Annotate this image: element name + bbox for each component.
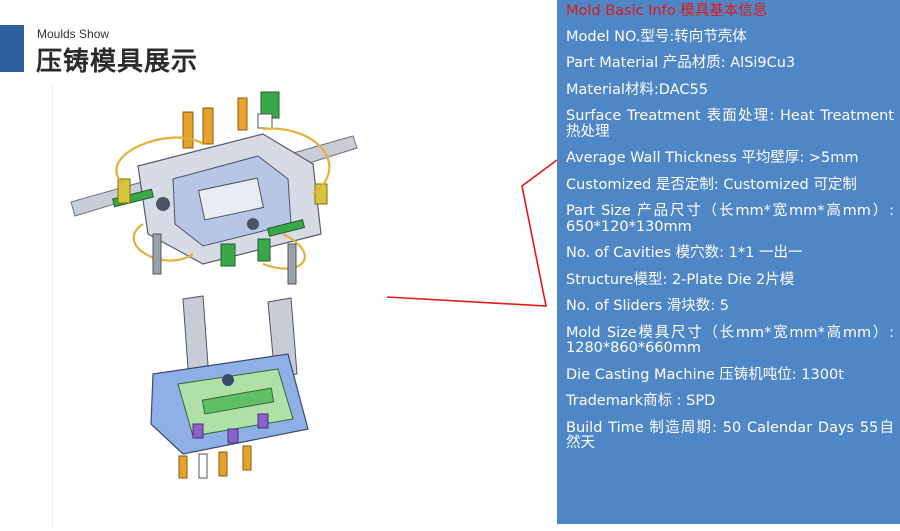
info-row-sliders: No. of Sliders 滑块数: 5 xyxy=(566,298,729,314)
info-row-structure: Structure模型: 2-Plate Die 2片模 xyxy=(566,271,795,288)
mold-info-panel: Mold Basic Info 模具基本信息 Model NO.型号:转向节壳体… xyxy=(557,0,900,524)
header-accent-bar xyxy=(0,25,24,72)
info-row-machine: Die Casting Machine 压铸机吨位: 1300t xyxy=(566,366,844,383)
info-row-surface-treatment: Surface Treatment 表面处理: Heat Treatment 热… xyxy=(566,108,894,140)
info-panel-title: Mold Basic Info 模具基本信息 xyxy=(566,3,768,19)
info-row-customized: Customized 是否定制: Customized 可定制 xyxy=(566,176,857,193)
info-row-material: Material材料:DAC55 xyxy=(566,81,708,98)
info-row-cavities: No. of Cavities 模穴数: 1*1 一出一 xyxy=(566,245,803,261)
info-row-model: Model NO.型号:转向节壳体 xyxy=(566,28,747,45)
mold-render-icon xyxy=(70,91,358,479)
info-row-mold-size: Mold Size模具尺寸（长mm*宽mm*高mm）: 1280*860*660… xyxy=(566,324,894,356)
upper-mold-drawing xyxy=(70,91,358,285)
info-row-part-material: Part Material 产品材质: AlSi9Cu3 xyxy=(566,55,796,71)
page-title: 压铸模具展示 xyxy=(36,47,199,77)
mold-render-image xyxy=(52,84,387,530)
lower-mold-drawing xyxy=(150,295,309,479)
header-subtitle: Moulds Show xyxy=(37,27,110,41)
info-row-build-time: Build Time 制造周期: 50 Calendar Days 55自然天 xyxy=(566,419,894,451)
info-row-wall-thickness: Average Wall Thickness 平均壁厚: >5mm xyxy=(566,150,859,166)
info-row-trademark: Trademark商标 : SPD xyxy=(566,393,716,409)
info-row-part-size: Part Size 产品尺寸（长mm*宽mm*高mm）: 650*120*130… xyxy=(566,203,894,235)
